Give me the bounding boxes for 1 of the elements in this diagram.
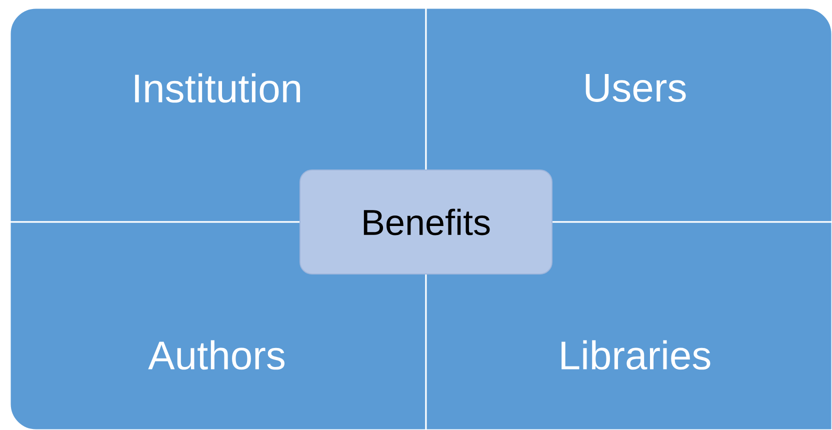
center-box: Benefits (300, 170, 552, 274)
